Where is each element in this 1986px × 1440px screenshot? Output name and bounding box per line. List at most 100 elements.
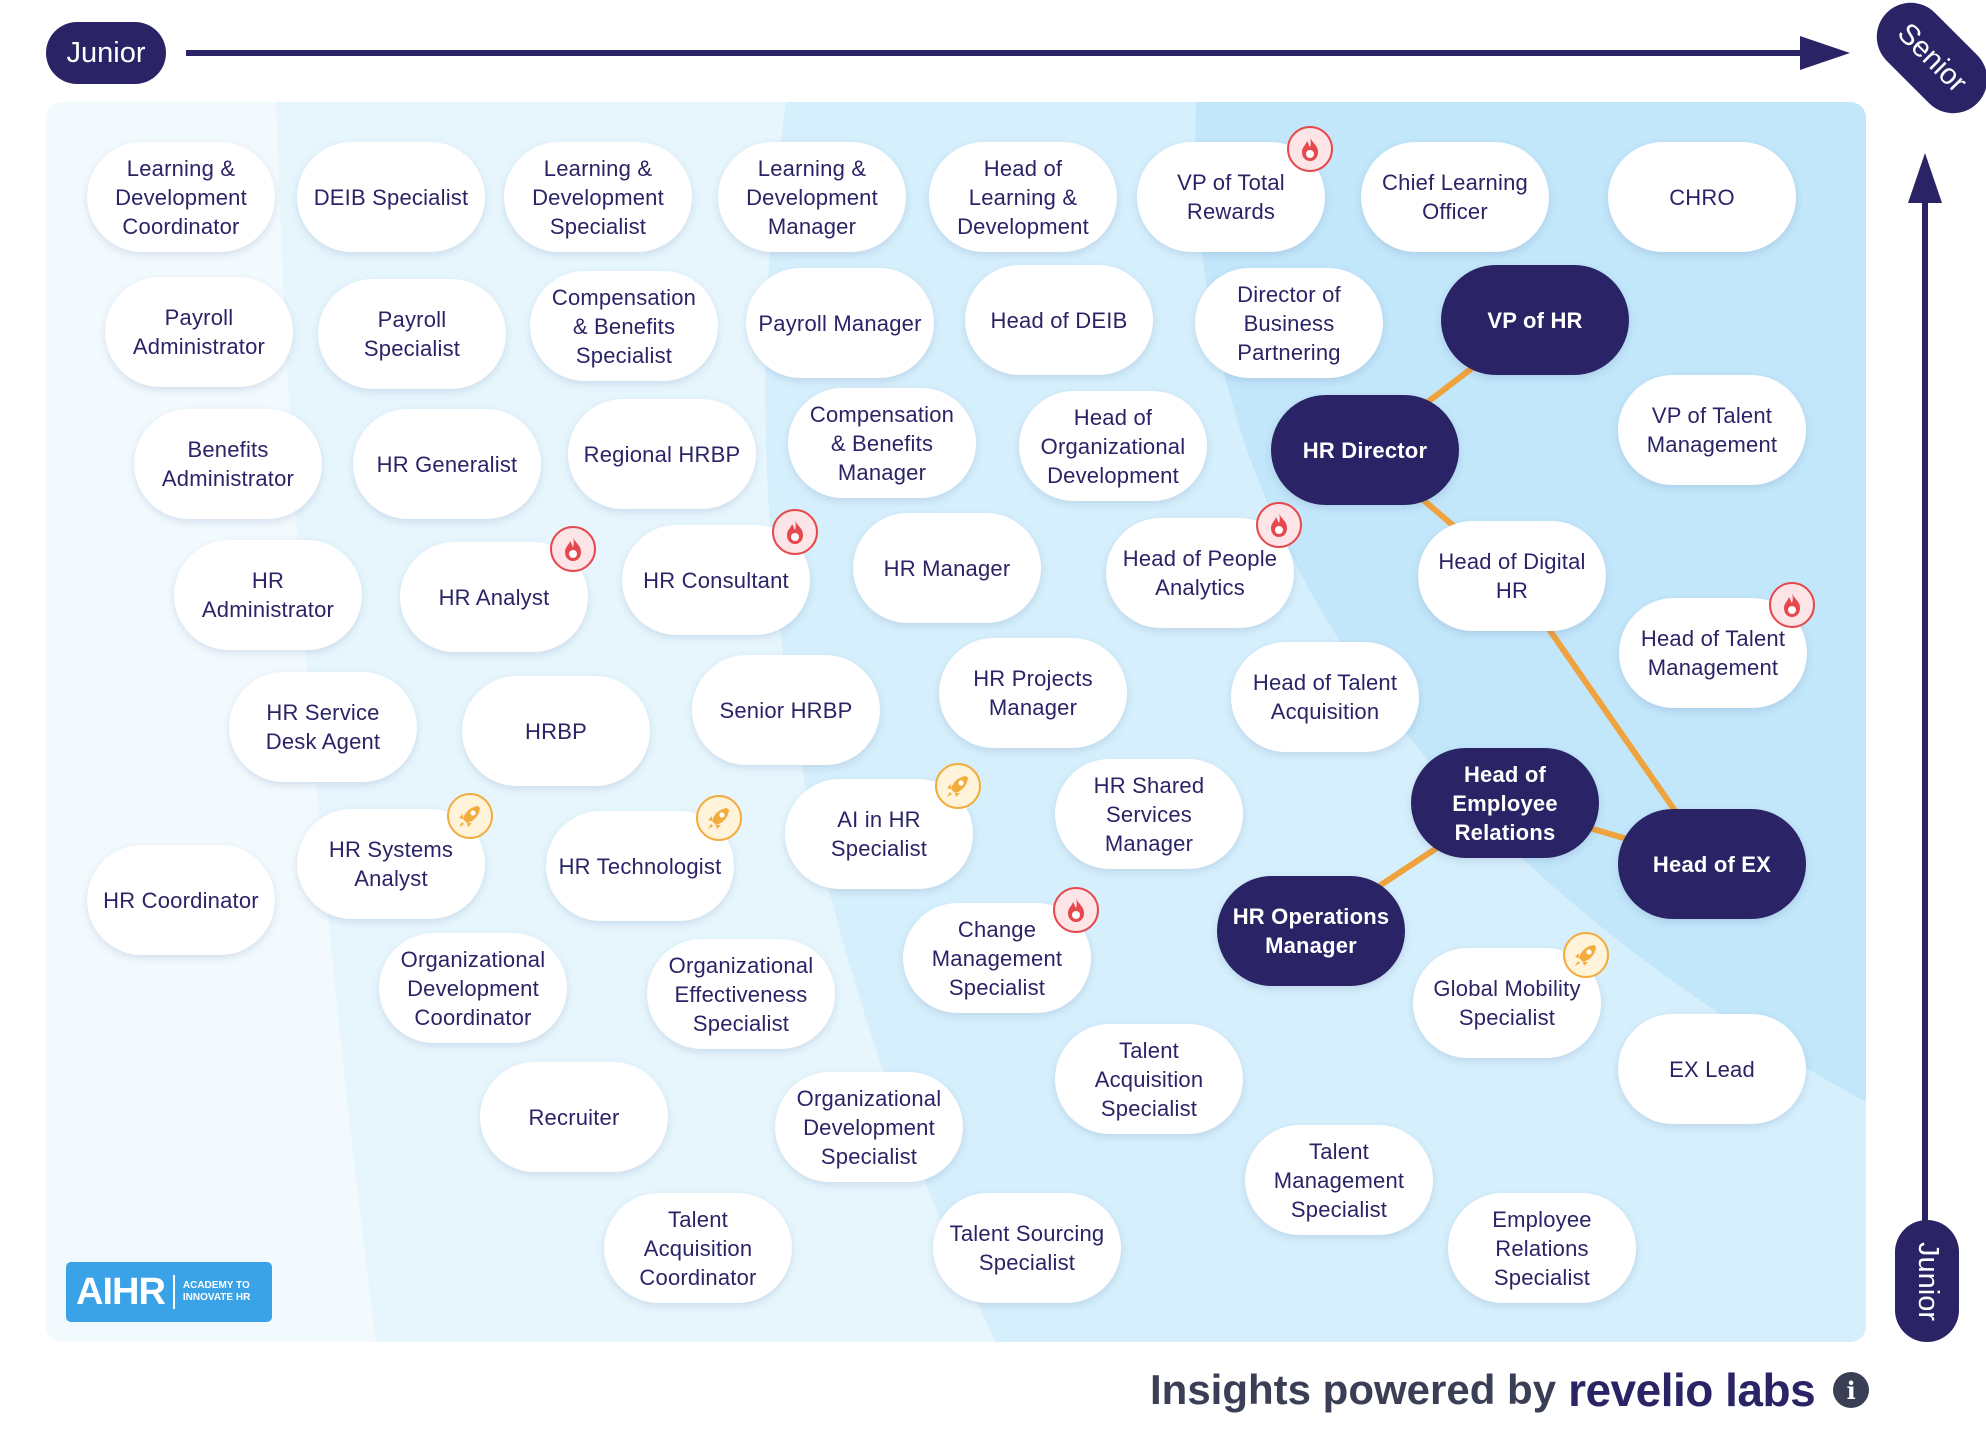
role-label: Talent Management Specialist xyxy=(1273,1138,1405,1222)
revelio-labs-brand: revelio labs xyxy=(1568,1364,1816,1416)
role-node-hr-consultant: HR Consultant xyxy=(622,509,818,635)
role-label: HRBP xyxy=(525,718,587,744)
logo-main-text: AIHR xyxy=(76,1270,166,1313)
logo-subtitle: ACADEMY TO INNOVATE HR xyxy=(183,1280,250,1304)
role-label: Director of Business Partnering xyxy=(1237,281,1341,365)
role-label: Recruiter xyxy=(528,1104,620,1130)
rocket-icon xyxy=(1563,932,1609,978)
role-label: Learning & Development Manager xyxy=(746,155,878,239)
role-node-hr-technologist: HR Technologist xyxy=(546,795,742,921)
role-label: HR Coordinator xyxy=(103,887,259,913)
role-node-deib-specialist: DEIB Specialist xyxy=(297,142,485,252)
role-node-hr-manager: HR Manager xyxy=(853,513,1041,623)
fire-icon xyxy=(1053,887,1099,933)
role-node-talent-sourcing-specialist: Talent Sourcing Specialist xyxy=(933,1193,1121,1303)
footer-text: Insights powered by xyxy=(1150,1366,1557,1413)
role-node-vp-of-total-rewards: VP of Total Rewards xyxy=(1137,126,1333,252)
role-node-payroll-manager: Payroll Manager xyxy=(746,268,934,378)
role-node-learning-and-development-specialist: Learning & Development Specialist xyxy=(504,142,692,252)
role-label: Head of Digital HR xyxy=(1438,549,1586,603)
role-node-hr-analyst: HR Analyst xyxy=(400,526,596,652)
role-label: VP of Total Rewards xyxy=(1177,170,1285,224)
role-node-ai-in-hr-specialist: AI in HR Specialist xyxy=(785,763,981,889)
fire-icon xyxy=(1769,582,1815,628)
role-label: Change Management Specialist xyxy=(931,916,1063,1000)
role-label: HR Director xyxy=(1302,437,1428,463)
info-icon[interactable]: i xyxy=(1833,1372,1870,1408)
role-node-head-of-organizational-development: Head of Organizational Development xyxy=(1019,391,1207,501)
role-node-hr-shared-services-manager: HR Shared Services Manager xyxy=(1055,759,1243,869)
role-node-director-of-business-partnering: Director of Business Partnering xyxy=(1195,268,1383,378)
role-label: Organizational Effectiveness Specialist xyxy=(668,952,814,1036)
role-node-head-of-talent-acquisition: Head of Talent Acquisition xyxy=(1231,642,1419,752)
aihr-logo: AIHR ACADEMY TO INNOVATE HR xyxy=(66,1262,272,1322)
role-label: Learning & Development Coordinator xyxy=(115,155,247,239)
role-label: Talent Sourcing Specialist xyxy=(949,1221,1105,1275)
role-label: Head of Learning & Development xyxy=(957,155,1089,239)
role-node-hr-systems-analyst: HR Systems Analyst xyxy=(297,793,493,919)
role-node-talent-acquisition-specialist: Talent Acquisition Specialist xyxy=(1055,1024,1243,1134)
role-node-head-of-ex: Head of EX xyxy=(1618,809,1806,919)
role-label: VP of Talent Management xyxy=(1646,403,1778,457)
role-label: HR Service Desk Agent xyxy=(265,700,381,754)
role-node-payroll-administrator: Payroll Administrator xyxy=(105,277,293,387)
fire-icon xyxy=(1287,126,1333,172)
role-label: HR Technologist xyxy=(558,853,722,879)
role-label: HR Projects Manager xyxy=(973,666,1093,720)
role-node-talent-acquisition-coordinator: Talent Acquisition Coordinator xyxy=(604,1193,792,1303)
role-label: Chief Learning Officer xyxy=(1382,170,1528,224)
role-node-employee-relations-specialist: Employee Relations Specialist xyxy=(1448,1193,1636,1303)
role-label: VP of HR xyxy=(1487,307,1583,333)
role-node-hr-service-desk-agent: HR Service Desk Agent xyxy=(229,672,417,782)
role-label: Payroll Manager xyxy=(758,310,922,336)
role-node-compensation-and-benefits-manager: Compensation & Benefits Manager xyxy=(788,388,976,498)
role-label: Employee Relations Specialist xyxy=(1492,1206,1592,1290)
logo-subtitle-line2: INNOVATE HR xyxy=(182,1292,251,1303)
role-label: Organizational Development Coordinator xyxy=(400,946,546,1030)
role-label: HR Administrator xyxy=(201,568,335,622)
role-label: Head of EX xyxy=(1652,851,1772,877)
axis-label-junior-top: Junior xyxy=(46,22,166,84)
role-label: Head of Talent Management xyxy=(1640,626,1786,680)
role-label: Head of DEIB xyxy=(990,307,1128,333)
role-label: Head of Talent Acquisition xyxy=(1252,670,1398,724)
role-node-organizational-development-specialist: Organizational Development Specialist xyxy=(775,1072,963,1182)
role-node-change-management-specialist: Change Management Specialist xyxy=(903,887,1099,1013)
role-node-learning-and-development-manager: Learning & Development Manager xyxy=(718,142,906,252)
role-label: Global Mobility Specialist xyxy=(1433,976,1581,1030)
role-label: Head of People Analytics xyxy=(1122,546,1278,600)
role-node-organizational-effectiveness-specialist: Organizational Effectiveness Specialist xyxy=(647,939,835,1049)
role-node-head-of-talent-management: Head of Talent Management xyxy=(1619,582,1815,708)
fire-icon xyxy=(1256,502,1302,548)
role-label: HR Generalist xyxy=(376,451,518,477)
footer: Insights powered by revelio labs i xyxy=(1150,1362,1870,1418)
role-label: HR Consultant xyxy=(643,567,789,593)
rocket-icon xyxy=(696,795,742,841)
role-node-hr-generalist: HR Generalist xyxy=(353,409,541,519)
role-label: AI in HR Specialist xyxy=(830,807,928,861)
role-label: EX Lead xyxy=(1669,1056,1755,1082)
band-1 xyxy=(46,102,376,1342)
role-label: Head of Employee Relations xyxy=(1452,761,1558,845)
role-node-head-of-people-analytics: Head of People Analytics xyxy=(1106,502,1302,628)
role-node-benefits-administrator: Benefits Administrator xyxy=(134,409,322,519)
role-node-global-mobility-specialist: Global Mobility Specialist xyxy=(1413,932,1609,1058)
role-node-regional-hrbp: Regional HRBP xyxy=(568,399,756,509)
role-node-hr-administrator: HR Administrator xyxy=(174,540,362,650)
role-label: Learning & Development Specialist xyxy=(532,155,664,239)
fire-icon xyxy=(772,509,818,555)
role-label: HR Manager xyxy=(883,555,1011,581)
role-node-vp-of-talent-management: VP of Talent Management xyxy=(1618,375,1806,485)
logo-divider xyxy=(172,1275,175,1309)
role-label: Regional HRBP xyxy=(583,441,741,467)
role-node-hr-director: HR Director xyxy=(1271,395,1459,505)
role-node-payroll-specialist: Payroll Specialist xyxy=(318,279,506,389)
role-label: Head of Organizational Development xyxy=(1040,404,1186,488)
role-label: HR Operations Manager xyxy=(1232,904,1390,958)
role-label: Talent Acquisition Coordinator xyxy=(639,1206,757,1290)
role-node-head-of-deib: Head of DEIB xyxy=(965,265,1153,375)
role-label: Organizational Development Specialist xyxy=(796,1085,942,1169)
role-node-compensation-and-benefits-specialist: Compensation & Benefits Specialist xyxy=(530,271,718,381)
role-label: Compensation & Benefits Specialist xyxy=(551,284,697,368)
